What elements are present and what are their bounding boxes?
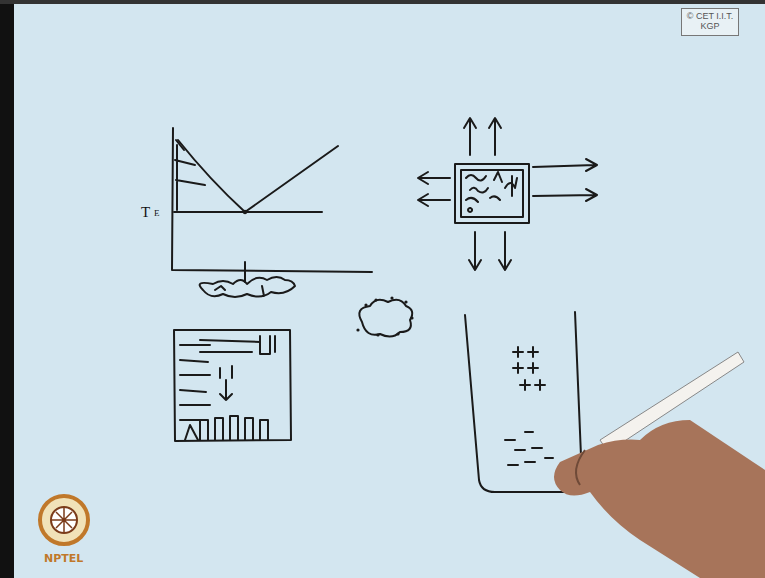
particle-cloud [359,300,412,337]
square-box [455,164,529,223]
liquidus-lines [178,140,338,212]
hatch-marks [175,140,205,210]
particle-dot [356,328,359,331]
logo-text: NPTEL [44,552,83,565]
logo-ring [40,496,88,544]
particle-dot [374,298,377,301]
particle-dot [364,303,367,306]
grain-sketch [200,277,295,297]
top-edge [0,0,765,4]
down-arrows [469,232,511,270]
minus-charges [505,432,553,465]
axis-label: E [154,208,160,218]
left-edge [0,0,14,578]
copyright-text: © CET I.I.T. KGP [684,11,736,31]
eutectic-line [174,212,322,282]
nptel-logo [40,496,88,544]
particle-dot [404,300,407,303]
hand [554,420,765,578]
right-arrows [533,159,597,201]
box-scribbles [466,172,517,212]
logo-spokes [52,508,76,532]
phase-diagram-axes [172,128,372,272]
particle-dot [390,296,393,299]
particle-dot [410,316,413,319]
dendrite-sketch [180,336,275,440]
plus-charges [513,347,545,390]
presenter-hand [554,352,765,578]
finger-crease [576,450,585,485]
particle-dot [376,333,379,336]
particle-dot [396,332,399,335]
copyright-box: © CET I.I.T. KGP [681,8,739,36]
up-arrows [464,118,501,155]
logo-core [51,507,77,533]
casting-box [174,330,291,441]
axis-label: T [141,204,150,221]
left-arrows [418,172,450,206]
eutectic-point [243,210,247,214]
